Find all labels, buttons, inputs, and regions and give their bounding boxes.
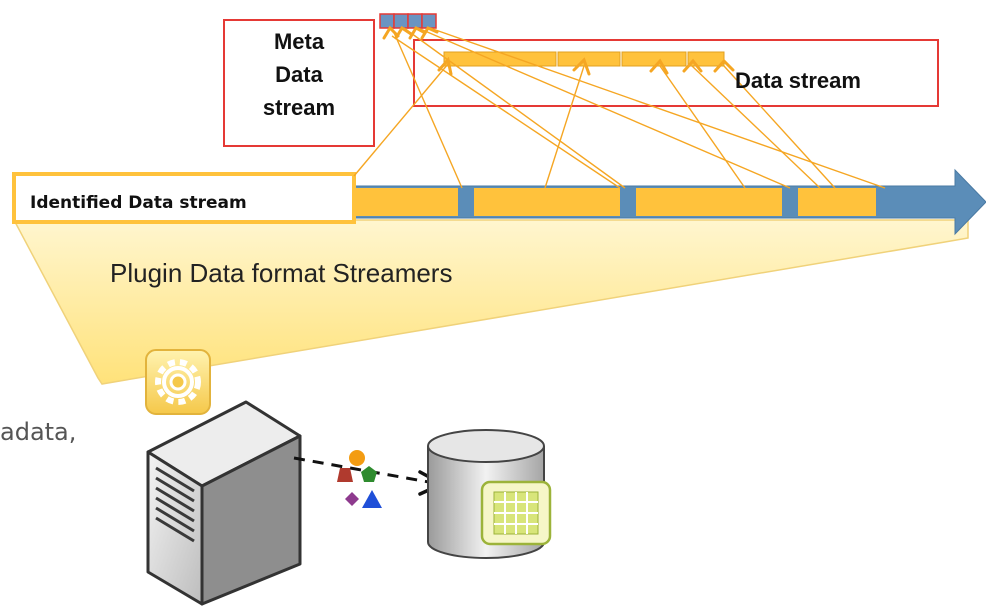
data-stream-box — [413, 39, 939, 107]
meta-data-box — [223, 19, 375, 147]
identified-stream-box — [12, 172, 356, 224]
cutoff-text: adata, — [0, 418, 77, 446]
connector-arrowheads — [382, 25, 735, 76]
grid-icon — [480, 480, 552, 546]
data-stream-cells — [443, 51, 725, 67]
data-shapes-icon — [337, 450, 382, 508]
meta-data-stream-label: Meta Data stream — [262, 29, 336, 120]
data-stream-label: Data stream — [735, 68, 861, 93]
identified-data-stream-label: Identified Data stream — [30, 193, 247, 213]
meta-data-cells — [379, 13, 437, 29]
server-icon — [146, 400, 302, 606]
connector-lines — [353, 27, 886, 189]
gear-icon — [145, 349, 211, 415]
plugin-streamers-label: Plugin Data format Streamers — [110, 258, 453, 288]
